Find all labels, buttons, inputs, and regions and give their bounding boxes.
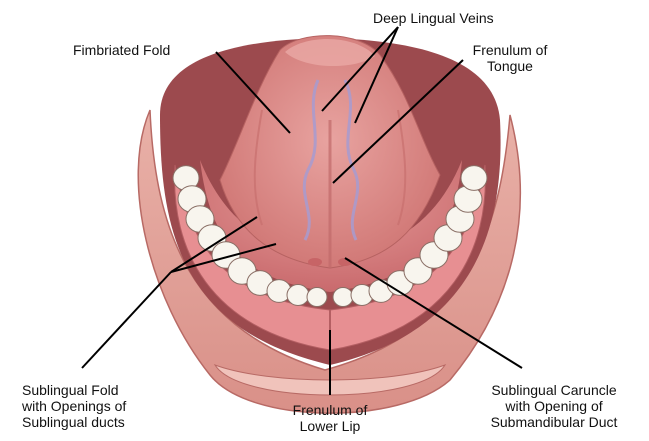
label-fimbriated-fold: Fimbriated Fold	[73, 42, 170, 58]
tooth	[461, 166, 487, 191]
label-frenulum-tongue-line1: Frenulum of	[451, 42, 569, 58]
label-caruncle-line1: Sublingual Caruncle	[466, 382, 642, 398]
sublingual-caruncle-left	[308, 258, 322, 266]
label-frenulum-tongue-line2: Tongue	[451, 58, 569, 74]
label-sublingual-fold-line3: Sublingual ducts	[22, 414, 126, 430]
label-sublingual-fold-line1: Sublingual Fold	[22, 382, 126, 398]
tooth	[287, 285, 309, 306]
leader-sublingual-fold-1	[82, 272, 171, 368]
label-sublingual-caruncle: Sublingual Caruncle with Opening of Subm…	[466, 382, 642, 430]
label-frenulum-of-lower-lip: Frenulum of Lower Lip	[270, 402, 390, 434]
label-frenulum-of-tongue: Frenulum of Tongue	[451, 42, 569, 74]
label-frenulum-lip-line2: Lower Lip	[270, 418, 390, 434]
tooth	[333, 288, 353, 307]
label-caruncle-line3: Submandibular Duct	[466, 414, 642, 430]
label-sublingual-fold: Sublingual Fold with Openings of Subling…	[22, 382, 126, 430]
label-frenulum-lip-line1: Frenulum of	[270, 402, 390, 418]
label-deep-lingual-veins: Deep Lingual Veins	[373, 10, 494, 26]
label-sublingual-fold-line2: with Openings of	[22, 398, 126, 414]
tooth	[307, 288, 327, 307]
label-caruncle-line2: with Opening of	[466, 398, 642, 414]
